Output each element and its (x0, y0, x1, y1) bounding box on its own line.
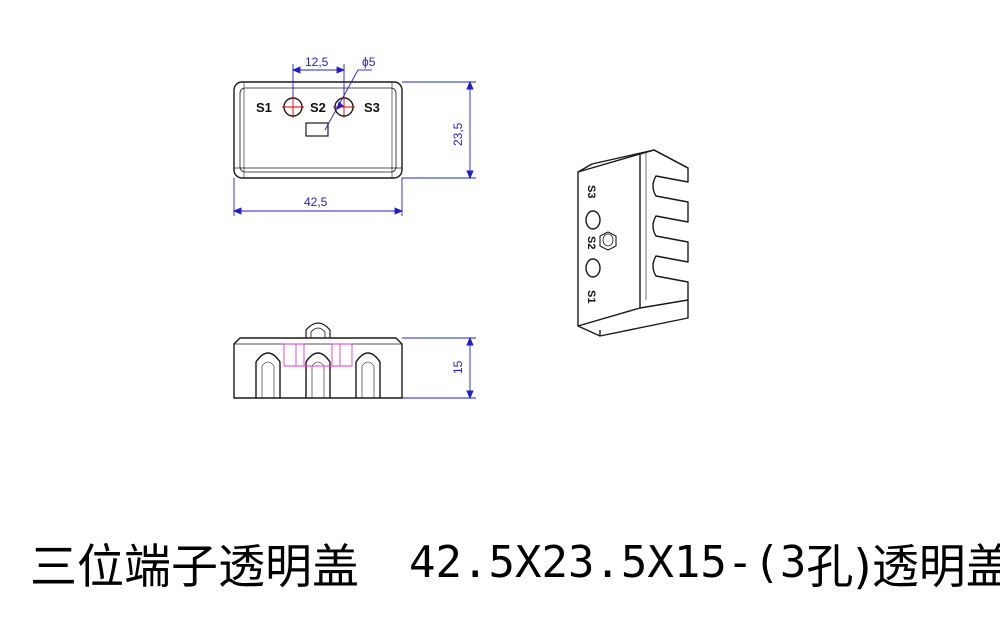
tab-loop (305, 322, 331, 338)
iso-view (577, 149, 689, 337)
top-dimensions (232, 64, 476, 400)
iso-label-s3: S3 (585, 185, 597, 198)
iso-post (599, 231, 617, 251)
post (305, 122, 329, 137)
iso-hole-s1 (585, 258, 601, 278)
top-label-s1: S1 (256, 100, 272, 115)
caption-name: 三位端子透明盖 (30, 539, 359, 595)
dim-hole-diameter: ϕ5 (362, 55, 376, 69)
slot-1 (255, 352, 281, 398)
hidden-lines (283, 343, 353, 367)
caption-code: 42.5X23.5X15-(3 (409, 536, 807, 588)
dim-width: 42,5 (304, 195, 328, 209)
dim-height: 23,5 (451, 122, 465, 146)
iso-hole-s3 (585, 210, 601, 230)
dim-depth: 15 (451, 360, 465, 374)
dim-pitch: 12,5 (305, 55, 329, 69)
iso-slotted-face (652, 149, 689, 306)
iso-label-s2: S2 (585, 236, 597, 249)
slot-3 (355, 352, 381, 398)
caption-suffix: 孔)透明盖 (806, 539, 1000, 595)
slot-2 (305, 352, 331, 398)
top-view (233, 81, 403, 179)
iso-label-s1: S1 (585, 290, 597, 303)
iso-bottom-edge (577, 306, 689, 337)
top-view-outline (233, 81, 403, 179)
front-view-outline (233, 337, 403, 399)
front-view (233, 322, 403, 399)
top-label-s2: S2 (310, 100, 326, 115)
top-view-inner-edge (239, 87, 397, 173)
top-label-s3: S3 (364, 100, 380, 115)
